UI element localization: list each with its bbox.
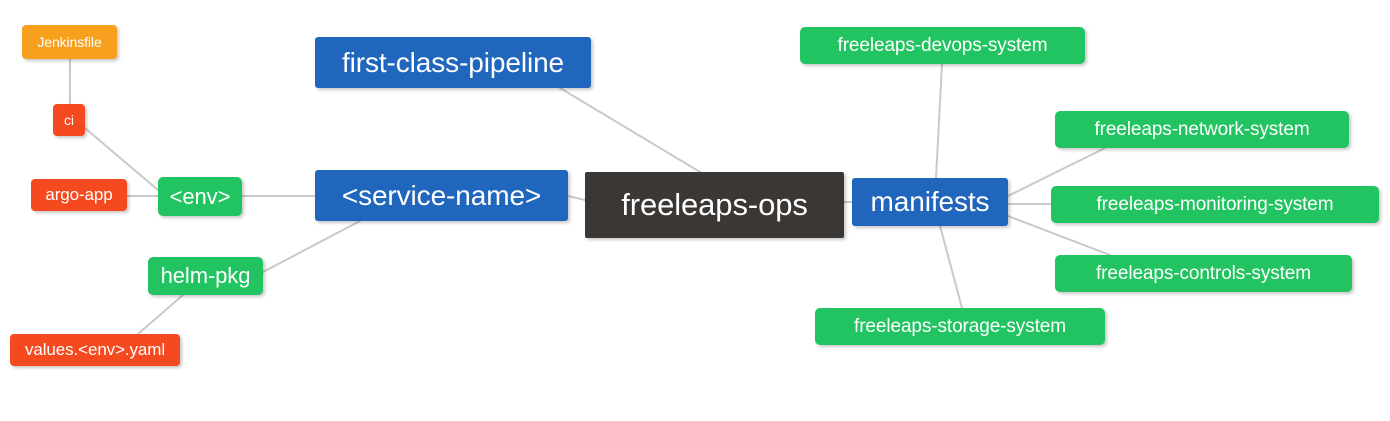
mindmap-node-label: first-class-pipeline <box>341 46 565 78</box>
edge-manifests-to-devops <box>935 63 943 179</box>
mindmap-node-label: <env> <box>169 183 231 209</box>
mindmap-node-controls[interactable]: freeleaps-controls-system <box>1055 255 1352 292</box>
mindmap-node-jenkinsfile[interactable]: Jenkinsfile <box>22 25 117 59</box>
edge-fcp-to-root <box>559 87 701 173</box>
edge-values-yaml-to-helm-pkg <box>137 294 184 335</box>
mindmap-node-storage[interactable]: freeleaps-storage-system <box>815 308 1105 345</box>
mindmap-node-monitoring[interactable]: freeleaps-monitoring-system <box>1051 186 1379 223</box>
mindmap-node-label: Jenkinsfile <box>37 34 102 50</box>
mindmap-node-env[interactable]: <env> <box>158 177 242 216</box>
mindmap-node-label: <service-name> <box>341 179 542 211</box>
edge-helm-pkg-to-service-name <box>262 220 361 273</box>
mindmap-node-root[interactable]: freeleaps-ops <box>585 172 844 238</box>
mindmap-node-manifests[interactable]: manifests <box>852 178 1008 226</box>
mindmap-node-devops[interactable]: freeleaps-devops-system <box>800 27 1085 64</box>
edge-service-name-to-root <box>567 195 586 201</box>
mindmap-node-helm-pkg[interactable]: helm-pkg <box>148 257 263 295</box>
mindmap-node-argo-app[interactable]: argo-app <box>31 179 127 211</box>
mindmap-node-network[interactable]: freeleaps-network-system <box>1055 111 1349 148</box>
mindmap-node-values-yaml[interactable]: values.<env>.yaml <box>10 334 180 366</box>
mindmap-node-service-name[interactable]: <service-name> <box>315 170 568 221</box>
mindmap-node-label: freeleaps-network-system <box>1094 118 1310 140</box>
mindmap-node-label: freeleaps-controls-system <box>1095 262 1312 284</box>
mindmap-node-label: ci <box>64 112 74 128</box>
mindmap-node-label: freeleaps-devops-system <box>837 34 1048 56</box>
mindmap-node-ci[interactable]: ci <box>53 104 85 136</box>
mindmap-node-fcp[interactable]: first-class-pipeline <box>315 37 591 88</box>
mindmap-node-label: argo-app <box>45 185 113 204</box>
mindmap-node-label: freeleaps-ops <box>621 187 808 222</box>
edge-manifests-to-storage <box>939 225 963 309</box>
mindmap-node-label: freeleaps-monitoring-system <box>1096 193 1334 215</box>
mindmap-node-label: helm-pkg <box>160 263 251 288</box>
mindmap-node-label: values.<env>.yaml <box>24 340 166 359</box>
mindmap-node-label: manifests <box>870 186 990 217</box>
mindmap-node-label: freeleaps-storage-system <box>854 315 1066 337</box>
